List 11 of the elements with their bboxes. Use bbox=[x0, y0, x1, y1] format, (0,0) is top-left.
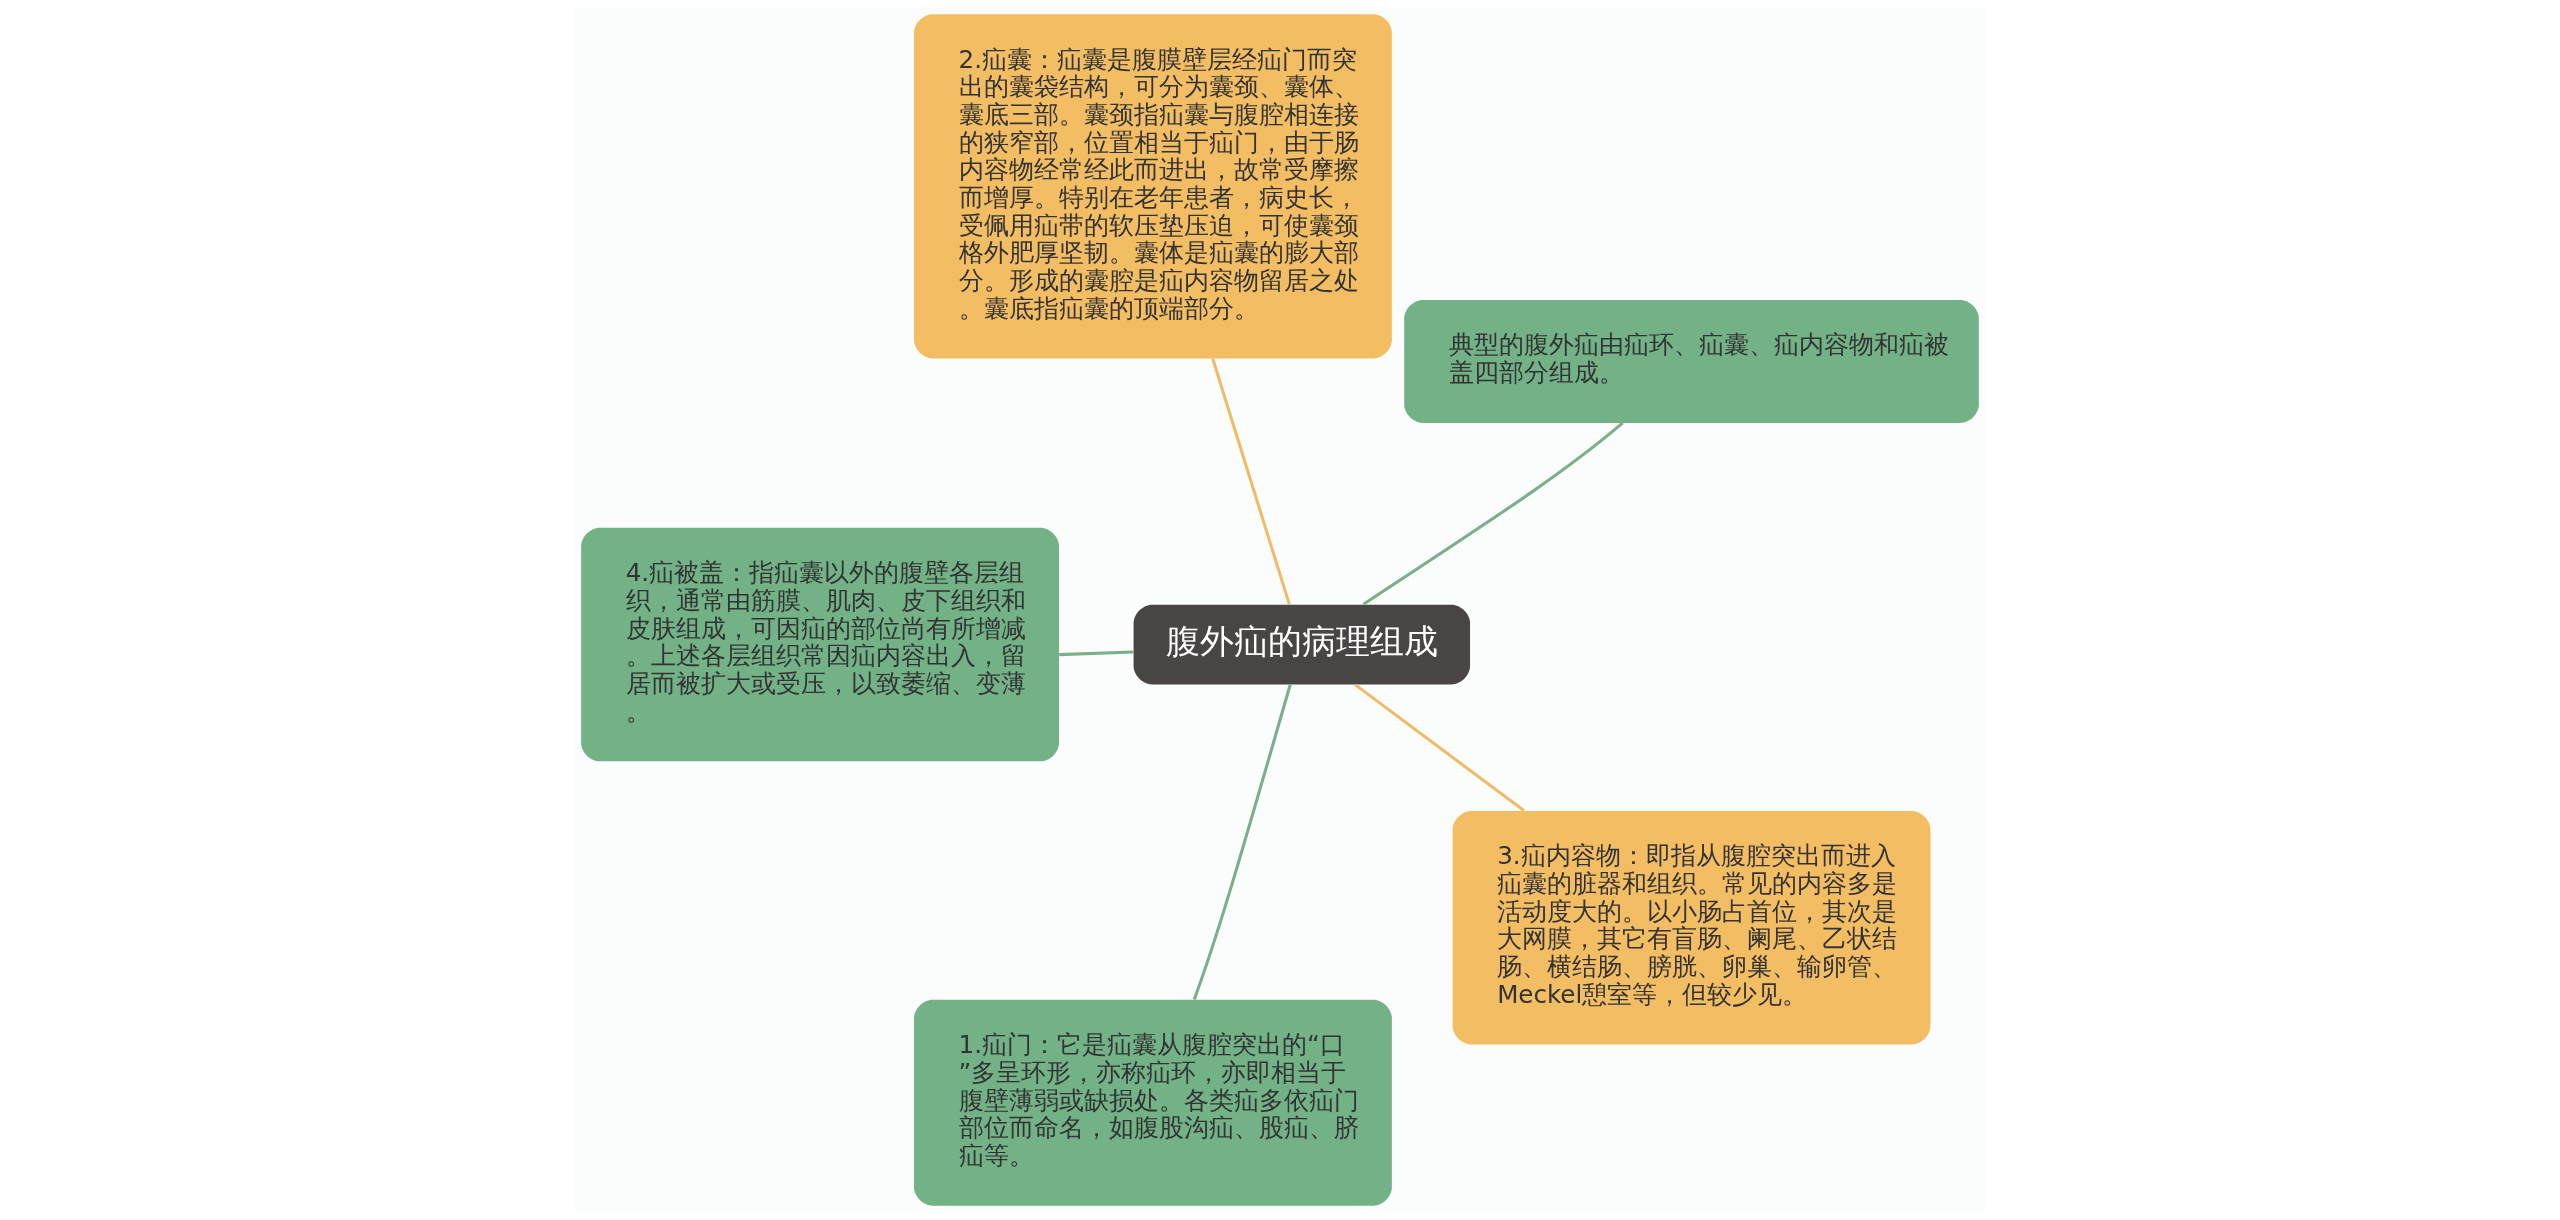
connector bbox=[1211, 358, 1291, 605]
connector bbox=[1059, 650, 1134, 657]
node-box: 3.疝内容物：即指从腹腔突出而进入疝囊的脏器和组织。常见的内容多是活动度大的。以小肠占首位，其次是大网膜，其它有盲肠、阑尾、乙状结肠、横结肠、膀胱、卵巢、输卵管、Meckel憩室等，但较少见。 bbox=[1452, 810, 1931, 1045]
node-box: 典型的腹外疝由疝环、疝囊、疝内容物和疝被盖四部分组成。 bbox=[1404, 299, 1979, 423]
connector bbox=[1192, 684, 1292, 1000]
connector bbox=[1362, 421, 1624, 606]
node-box: 2.疝囊：疝囊是腹膜壁层经疝门而突出的囊袋结构，可分为囊颈、囊体、囊底三部。囊颈指疝囊与腹腔相连接的狭窄部，位置相当于疝门，由于肠内容物经常经此而进出，故常受摩擦而增厚。特别在老年患者，病史长，受佩用疝带的软压垫压迫，可使囊颈格外肥厚坚韧。囊体是疝囊的膨大部分。形成的囊腔是疝内容物留居之处。囊底指疝囊的顶端部分。 bbox=[914, 14, 1392, 359]
node-box: 1.疝门：它是疝囊从腹腔突出的“口”多呈环形，亦称疝环，亦即相当于腹壁薄弱或缺损处。各类疝多依疝门部位而命名，如腹股沟疝、股疝、脐疝等。 bbox=[914, 999, 1392, 1206]
node-box: 4.疝被盖：指疝囊以外的腹壁各层组织，通常由筋膜、肌肉、皮下组织和皮肤组成，可因疝的部位尚有所增减。上述各层组织常因疝内容出入，留居而被扩大或受压，以致萎缩、变薄。 bbox=[581, 527, 1059, 762]
node-box: 腹外疝的病理组成 bbox=[1133, 604, 1471, 685]
connector bbox=[1354, 683, 1525, 812]
